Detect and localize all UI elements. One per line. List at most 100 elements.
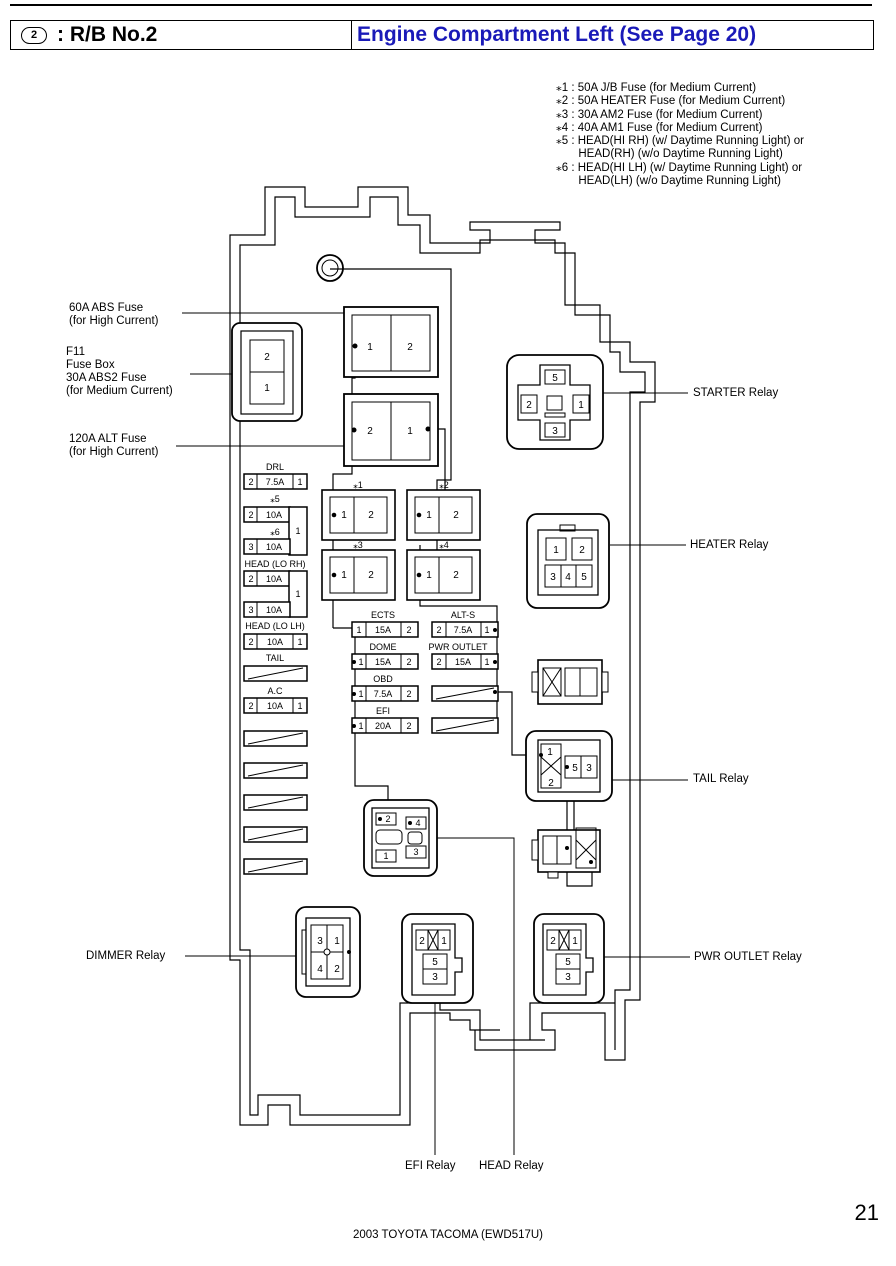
location-link[interactable]: Engine Compartment Left (See Page 20)	[357, 23, 757, 46]
diagram-label: 4	[565, 572, 571, 583]
connector-code-badge: 2	[21, 26, 47, 44]
diagram-label: 10A	[266, 574, 282, 584]
page-header: 2 : R/B No.2 Engine Compartment Left (Se…	[10, 20, 874, 50]
starter-relay-label: STARTER Relay	[693, 387, 779, 399]
diagram-label: 3	[586, 763, 592, 774]
note-line: ⁎5 : HEAD(HI RH) (w/ Daytime Running Lig…	[556, 135, 804, 148]
diagram-label: 1	[297, 637, 302, 647]
diagram-label: 1	[295, 589, 300, 599]
fuse-ac: A.C 2 10A 1	[243, 686, 308, 714]
diagram-label: 2	[548, 778, 554, 789]
diagram-label: 1	[484, 625, 489, 635]
diagram-label: 10A	[267, 637, 283, 647]
diagram-label: 2	[526, 400, 532, 411]
note-line: HEAD(RH) (w/o Daytime Running Light)	[556, 148, 783, 161]
diagram-label: ECTS	[371, 610, 395, 620]
diagram-label: 1	[547, 747, 553, 758]
diagram-label: 1	[426, 510, 432, 521]
diagram-label: 1	[572, 936, 578, 947]
diagram-label: 2	[264, 352, 270, 363]
diagram-label: HEAD (LO LH)	[245, 621, 305, 631]
diagram-label: 1	[341, 570, 347, 581]
relay-block-title: : R/B No.2	[57, 23, 158, 46]
head-relay: 2 4 1 3	[363, 799, 438, 877]
alt-120a-fuse: 2 1	[343, 393, 439, 467]
diagram-label: ⁎2	[439, 480, 449, 490]
diagram-label: 4	[317, 964, 323, 975]
fuse-star-1: ⁎1 1 2	[321, 480, 396, 541]
fuse-dome: DOME 1 15A 2	[351, 642, 419, 670]
diagram-label: 2	[406, 689, 411, 699]
diagram-label: 5	[432, 957, 438, 968]
note-line: ⁎3 : 30A AM2 Fuse (for Medium Current)	[556, 108, 763, 121]
dimmer-relay-label: DIMMER Relay	[86, 950, 166, 962]
diagram-label: 2	[248, 637, 253, 647]
diagram-label: ⁎1	[353, 480, 363, 490]
diagram-label: ⁎4	[439, 540, 449, 550]
abs-60a-fuse: 1 2	[343, 306, 439, 378]
diagram-label: 1	[334, 936, 340, 947]
diagram-label: 15A	[455, 657, 471, 667]
diagram-label: PWR OUTLET	[428, 642, 488, 652]
diagram-label: 1	[578, 400, 584, 411]
diagram-label: 2	[453, 570, 459, 581]
diagram-label: 2	[248, 574, 253, 584]
spare-fuse-slot	[243, 794, 308, 811]
abs2-fuse-box: 2 1	[231, 322, 303, 422]
diagram-label: 2	[367, 426, 373, 437]
fuse-star-6: ⁎6 3 10A	[243, 527, 291, 555]
diagram-label: 1	[553, 545, 559, 556]
fuse-ects: ECTS 1 15A 2	[351, 610, 419, 638]
fuse-alt-s: ALT-S 2 7.5A 1	[431, 610, 499, 638]
diagram-label: 3	[550, 572, 556, 583]
note-line: ⁎1 : 50A J/B Fuse (for Medium Current)	[556, 82, 757, 94]
diagram-label: 1	[264, 383, 270, 394]
diagram-label: 3	[552, 426, 558, 437]
diagram-label: 2	[248, 510, 253, 520]
top-rule	[10, 4, 872, 6]
diagram-label: HEAD (LO RH)	[244, 559, 305, 569]
fuse-head-lo-rh: HEAD (LO RH) 2 10A 1 3 10A	[243, 559, 308, 618]
diagram-label: 3	[432, 972, 438, 983]
diagram-label: 10A	[266, 510, 282, 520]
page-footer: 2003 TOYOTA TACOMA (EWD517U)	[352, 1229, 544, 1241]
diagram-label: 1	[297, 701, 302, 711]
fuse-star-5: ⁎5 2 10A	[243, 494, 291, 523]
heater-relay: 1 2 3 4 5	[526, 513, 610, 609]
diagram-label: 2	[248, 701, 253, 711]
f11-abs2-fuse-label: F11 Fuse Box 30A ABS2 Fuse (for Medium C…	[66, 346, 173, 397]
bolt-icon	[316, 254, 344, 282]
diagram-label: 2	[334, 964, 340, 975]
diagram-label: 7.5A	[374, 689, 393, 699]
fuse-star-2: ⁎2 1 2	[406, 480, 481, 541]
spare-fuse-slot	[431, 717, 499, 734]
diagram-label: 3	[248, 605, 253, 615]
fuse-efi: EFI 1 20A 2	[351, 706, 419, 734]
diagram-label: OBD	[373, 674, 393, 684]
tail-relay-socket-connector	[531, 659, 609, 705]
diagram-label: 2	[550, 936, 556, 947]
diagram-label: 1	[341, 510, 347, 521]
diagram-label: A.C	[267, 686, 283, 696]
fuse-tail: TAIL	[243, 653, 308, 682]
diagram-label: 1	[441, 936, 447, 947]
spare-fuse-slot	[243, 730, 308, 747]
diagram-label: 1	[367, 342, 373, 353]
spare-fuse-slot	[243, 858, 308, 875]
fuse-head-lo-lh: HEAD (LO LH) 2 10A 1	[243, 621, 308, 650]
diagram-label: 10A	[266, 605, 282, 615]
diagram-label: 1	[484, 657, 489, 667]
diagram-label: 2	[406, 657, 411, 667]
note-line: HEAD(LH) (w/o Daytime Running Light)	[556, 175, 781, 188]
diagram-label: 1	[407, 426, 413, 437]
diagram-label: 2	[385, 814, 390, 824]
diagram-label: 3	[317, 936, 323, 947]
diagram-label: 1	[297, 477, 302, 487]
page-number: 21	[854, 1200, 879, 1225]
diagram-label: 3	[248, 542, 253, 552]
efi-relay-label: EFI Relay	[405, 1160, 456, 1172]
diagram-label: EFI	[376, 706, 390, 716]
fuse-notes: ⁎1 : 50A J/B Fuse (for Medium Current) ⁎…	[556, 82, 804, 188]
diagram-label: 3	[413, 847, 418, 857]
